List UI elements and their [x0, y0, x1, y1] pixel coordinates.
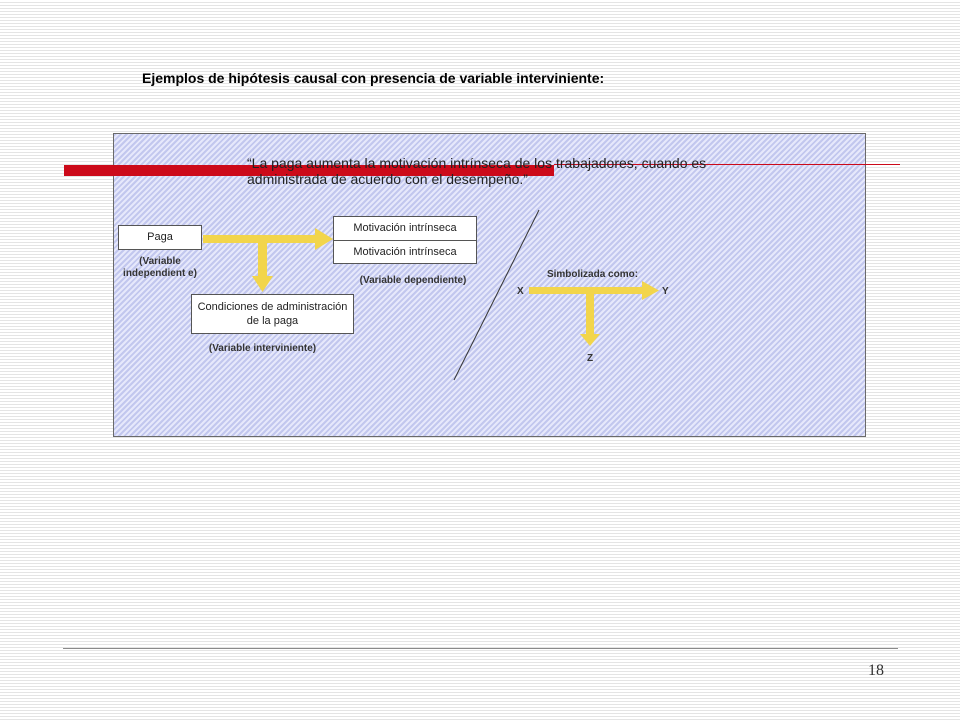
arrow-z-head	[580, 334, 600, 346]
label-intervening-variable: (Variable interviniente)	[208, 343, 317, 354]
arrow-paga-shaft	[203, 235, 315, 243]
arrow-xy-head	[642, 281, 659, 300]
divider-line	[453, 209, 540, 381]
label-symbolized: Simbolizada como:	[546, 269, 639, 280]
label-independent-variable: (Variable independient e)	[123, 256, 197, 279]
page-number: 18	[868, 662, 884, 679]
node-motivation-top: Motivación intrínseca	[334, 217, 476, 241]
arrow-z-shaft	[586, 294, 594, 334]
slide-title: Ejemplos de hipótesis causal con presenc…	[142, 70, 605, 86]
diagram-panel	[113, 133, 866, 437]
node-motivation: Motivación intrínseca Motivación intríns…	[333, 216, 477, 264]
node-conditions: Condiciones de administración de la paga	[191, 294, 354, 334]
footer-divider	[63, 648, 898, 649]
symbol-z: Z	[587, 353, 594, 364]
accent-red-bar	[64, 165, 554, 176]
accent-red-line	[554, 164, 900, 165]
label-dependent-variable: (Variable dependiente)	[359, 275, 467, 286]
node-motivation-bottom: Motivación intrínseca	[353, 246, 457, 258]
arrow-cond-head	[252, 276, 273, 292]
symbol-x: X	[517, 286, 524, 297]
arrow-cond-shaft	[258, 243, 267, 276]
node-paga: Paga	[118, 225, 202, 250]
symbol-y: Y	[662, 286, 669, 297]
arrow-xy-shaft	[529, 287, 642, 294]
hypothesis-quote: “La paga aumenta la motivación intrínsec…	[247, 155, 707, 187]
arrow-paga-head	[315, 228, 333, 250]
